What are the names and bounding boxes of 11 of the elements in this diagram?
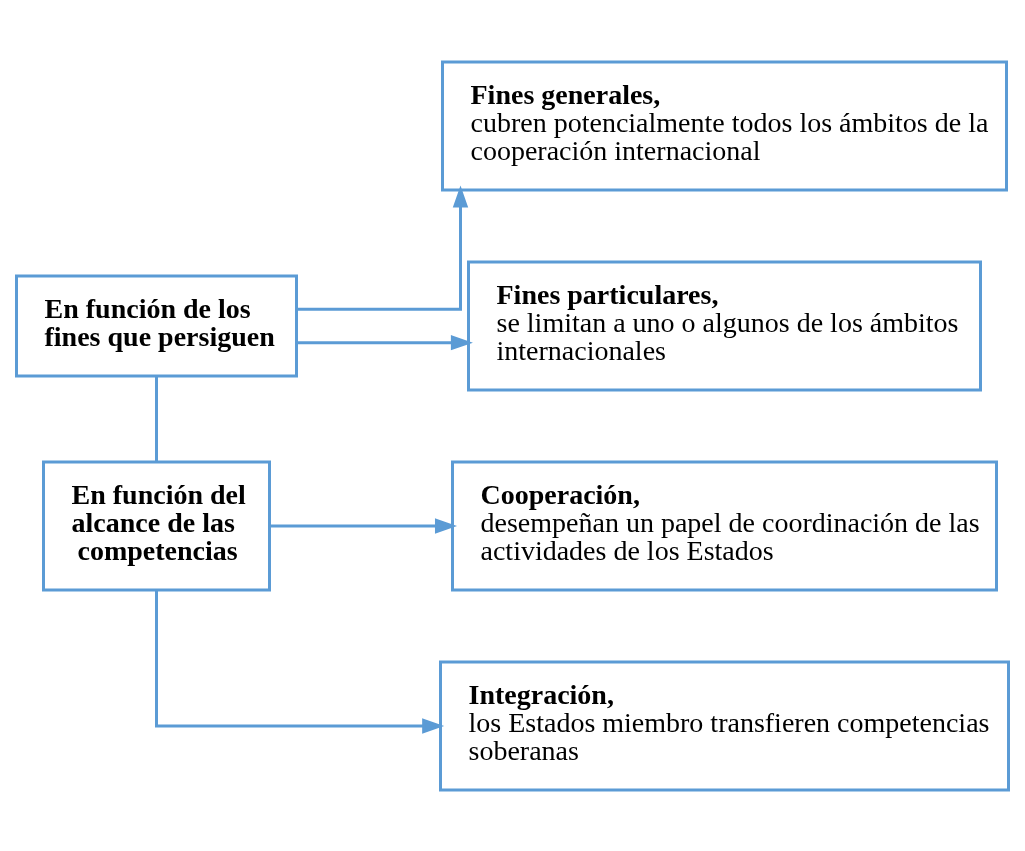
arrow — [270, 517, 458, 534]
node-box: En función de los fines que persiguen — [15, 274, 298, 377]
arrow — [155, 589, 445, 734]
node-box: Fines particulares, se limitan a uno o algunos de los ámbitos internacionales — [467, 260, 982, 391]
connector — [155, 375, 158, 462]
node-box: Integración, los Estados miembro transfieren competencias soberanas — [439, 660, 1010, 791]
arrow — [296, 185, 469, 311]
node-box: Fines generales, cubren potencialmente todos los ámbitos de la cooperación internacional — [441, 60, 1008, 191]
node-box: Cooperación, desempeñan un papel de coordinación de las actividades de los Estados — [451, 460, 998, 591]
node-box: En función del alcance de las competencias — [42, 460, 271, 591]
arrow — [296, 334, 473, 350]
